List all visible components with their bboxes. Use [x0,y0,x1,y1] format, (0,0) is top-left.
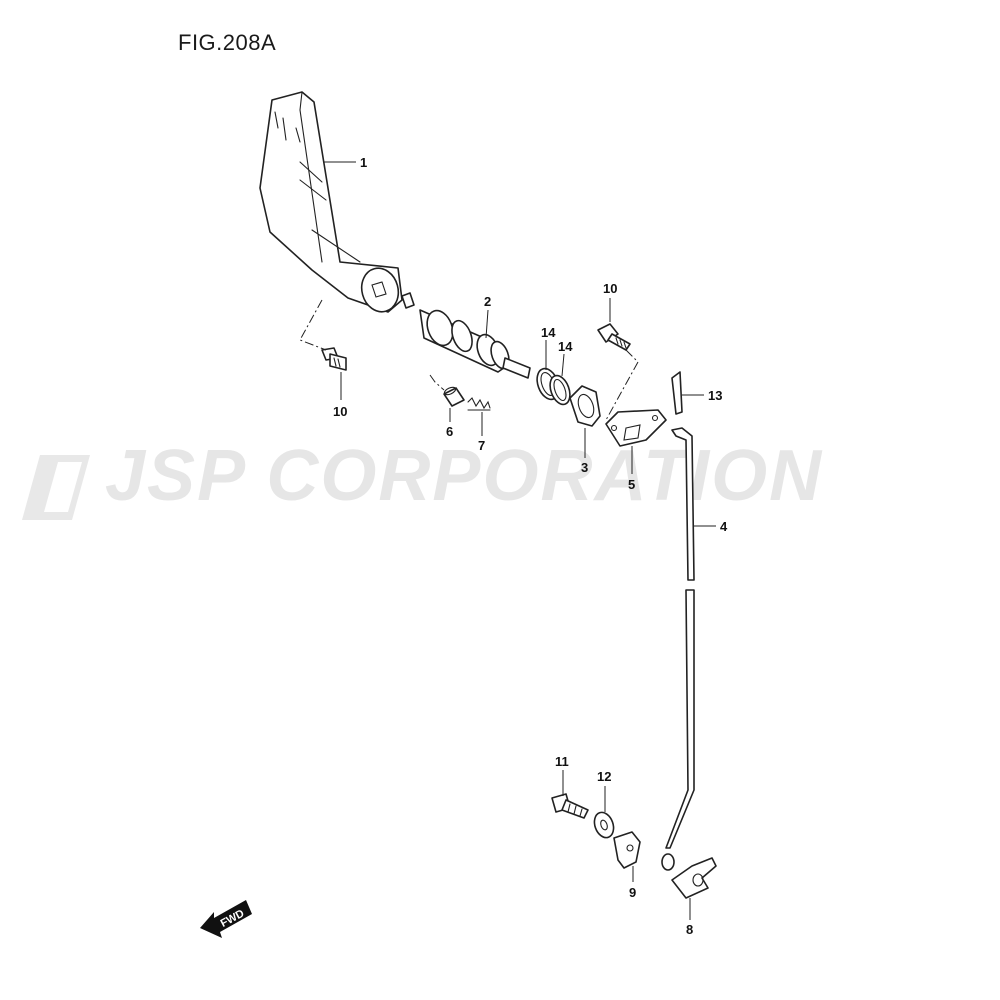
part-2-shaft-assembly [401,292,531,379]
part-9-link [613,831,641,869]
part-12-washer [593,811,615,839]
callout-10-upper: 10 [603,281,617,296]
watermark-text: JSP CORPORATION [105,436,823,516]
fwd-label: FWD [219,908,247,930]
callout-9: 9 [629,885,636,900]
callout-1: 1 [360,155,367,170]
part-13-cotter-pin [671,371,683,415]
callout-4: 4 [720,519,728,534]
fwd-arrow-icon [200,900,252,938]
part-6-pin [443,386,465,407]
watermark: JSP CORPORATION [22,436,823,520]
part-5-bracket [605,409,667,447]
part-10-bolt-lower [321,347,347,371]
callout-3: 3 [581,460,588,475]
fwd-indicator: FWD [200,900,252,938]
callout-12: 12 [597,769,611,784]
callout-6: 6 [446,424,453,439]
watermark-logo [22,455,90,520]
callout-11: 11 [555,754,569,769]
part-4-throttle-rod [661,427,695,871]
part-11-bolt [551,793,589,819]
part-3-plate [569,385,601,427]
leader-lines [324,161,716,920]
callout-5: 5 [628,477,635,492]
callout-10-lower: 10 [333,404,347,419]
part-10-bolt-upper [597,323,631,351]
figure-title: FIG.208A [178,30,276,55]
part-7-spring [467,397,491,411]
part-14-o-ring-b [549,374,571,406]
callout-13: 13 [708,388,722,403]
callout-8: 8 [686,922,693,937]
callout-2: 2 [484,294,491,309]
part-1-tiller-handle [259,91,403,313]
assembly-lines [299,299,639,421]
callouts: 1 2 14 14 10 10 6 7 3 5 13 4 11 12 9 8 [333,155,728,937]
callout-14b: 14 [558,339,573,354]
callout-7: 7 [478,438,485,453]
part-8-clip [671,857,717,899]
callout-14a: 14 [541,325,556,340]
